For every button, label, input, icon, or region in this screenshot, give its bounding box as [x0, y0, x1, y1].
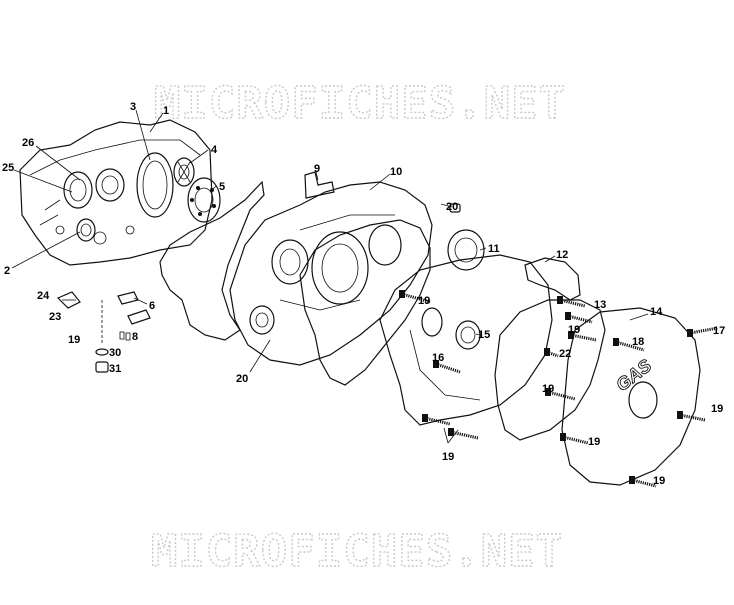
- callout-22: 22: [559, 348, 571, 360]
- bolt-shank: [631, 478, 657, 488]
- callout-labels: 1 2 3 4 5 6 8 9 10 11 12 13 14 15 16 17 …: [2, 101, 725, 487]
- callout-31: 31: [109, 363, 121, 375]
- callout-23: 23: [49, 311, 61, 323]
- bolt-shank: [401, 292, 431, 304]
- callout-19-g: 19: [442, 451, 454, 463]
- callout-12: 12: [556, 249, 568, 261]
- bolt-head: [629, 476, 635, 484]
- callout-19-f: 19: [588, 436, 600, 448]
- left-crankcase-half: [19, 119, 213, 266]
- callout-25: 25: [2, 162, 14, 174]
- bolt-head: [545, 388, 551, 396]
- small-gasket-inner: [454, 237, 478, 263]
- callout-11: 11: [488, 243, 500, 255]
- callout-13: 13: [594, 299, 606, 311]
- bracket-23: [56, 291, 81, 309]
- washer-30: [95, 348, 109, 356]
- callout-20-b: 20: [446, 201, 458, 213]
- bolt-head: [560, 433, 566, 441]
- bolt-head: [422, 414, 428, 422]
- callout-18: 18: [632, 336, 644, 348]
- callout-10: 10: [390, 166, 402, 178]
- callout-17: 17: [713, 325, 725, 337]
- callout-14: 14: [650, 306, 663, 318]
- bolt-shank: [567, 314, 593, 324]
- leader-lines: [11, 109, 649, 444]
- crankcase-gasket: [159, 180, 265, 341]
- callout-3: 3: [130, 101, 136, 113]
- bolt-head: [687, 329, 693, 337]
- bolt-shank: [435, 362, 461, 374]
- bolt-head: [568, 331, 574, 339]
- callout-1: 1: [163, 105, 169, 117]
- callout-19-d: 19: [542, 383, 554, 395]
- cover-logo-text: GAS: [612, 355, 655, 395]
- inner-clutch-cover: [379, 254, 553, 426]
- callout-5: 5: [219, 181, 225, 193]
- cover-gasket-11: [299, 219, 431, 386]
- bearing-5: [187, 177, 221, 223]
- bolt-shank: [689, 326, 719, 335]
- bolt-shank: [562, 435, 589, 445]
- watermark-top: MICROFICHES.NET: [154, 78, 566, 129]
- right-crankcase-half: [229, 181, 433, 366]
- bolt-shank: [546, 350, 559, 358]
- dowel-20: [449, 203, 461, 213]
- callout-19-c: 19: [568, 324, 580, 336]
- callout-26: 26: [22, 137, 34, 149]
- callout-30: 30: [109, 347, 121, 359]
- bolt-head: [613, 338, 619, 346]
- callout-20-a: 20: [236, 373, 248, 385]
- callout-19-b: 19: [418, 295, 430, 307]
- bolt-shank: [450, 430, 479, 440]
- bolt-head: [399, 290, 405, 298]
- watermark-bottom: MICROFICHES.NET: [151, 526, 563, 577]
- oil-seal-2: [76, 218, 96, 242]
- bolt-head: [448, 428, 454, 436]
- bolts-group: [399, 290, 719, 488]
- callout-15: 15: [478, 329, 490, 341]
- bolt-head: [433, 360, 439, 368]
- plate-6: [117, 291, 151, 325]
- bracket-9: [304, 171, 335, 199]
- small-gasket: [447, 229, 485, 271]
- callout-19-e: 19: [711, 403, 723, 415]
- callout-8: 8: [132, 331, 138, 343]
- callout-6: 6: [149, 300, 155, 312]
- part-12-bracket: [524, 257, 581, 301]
- callout-19-h: 19: [653, 475, 665, 487]
- drain-plug-31: [95, 361, 109, 373]
- bearing-4: [173, 157, 195, 187]
- bolt-head: [565, 312, 571, 320]
- bolt-shank: [615, 340, 645, 352]
- dowel-pins-8: [119, 331, 131, 341]
- callout-19-a: 19: [68, 334, 80, 346]
- callout-9: 9: [314, 163, 320, 175]
- callout-2: 2: [4, 265, 10, 277]
- bolt-head: [677, 411, 683, 419]
- bolt-head: [557, 296, 563, 304]
- callout-16: 16: [432, 352, 444, 364]
- bolt-shank: [547, 390, 576, 401]
- callout-4: 4: [211, 144, 218, 156]
- bolt-head: [544, 348, 550, 356]
- callout-24: 24: [37, 290, 50, 302]
